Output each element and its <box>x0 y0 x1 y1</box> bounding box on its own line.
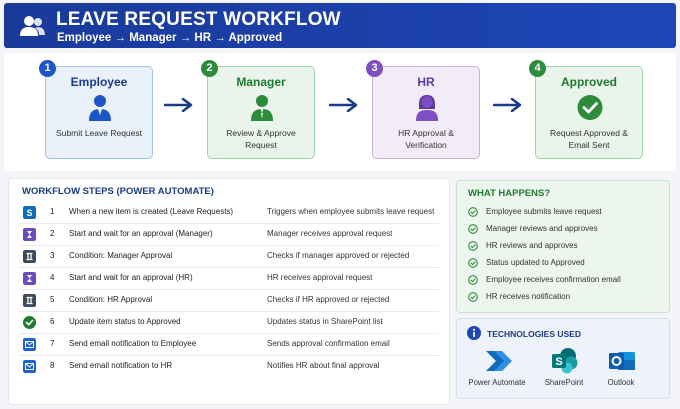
step-description: Updates status in SharePoint list <box>267 317 383 326</box>
stage-description: Review & Approve Request <box>226 128 296 150</box>
check-icon <box>468 207 478 217</box>
stages-panel: 1 Employee Submit Leave Request 2 Manage… <box>4 53 676 171</box>
step-action: Start and wait for an approval (Manager) <box>69 229 213 238</box>
step-description: Sends approval confirmation email <box>267 339 390 348</box>
step-number: 2 <box>50 229 55 238</box>
stage-card-approved[interactable]: 4 Approved Request Approved & Email Sent <box>529 60 643 159</box>
step-number: 8 <box>50 361 55 370</box>
what-happens-title: WHAT HAPPENS? <box>468 188 551 199</box>
table-row[interactable]: 4 Start and wait for an approval (HR) HR… <box>19 268 439 290</box>
technology-power-automate: Power Automate <box>462 347 532 391</box>
condition-icon <box>23 250 36 263</box>
svg-text:S: S <box>555 356 562 368</box>
table-row[interactable]: 3 Condition: Manager Approval Checks if … <box>19 246 439 268</box>
sharepoint-trigger-icon: S <box>23 206 36 219</box>
check-icon <box>468 258 478 268</box>
approval-hourglass-icon <box>23 272 36 285</box>
stage-name: Approved <box>560 75 617 89</box>
workflow-steps-panel: WORKFLOW STEPS (POWER AUTOMATE) S 1 When… <box>8 178 450 405</box>
info-icon <box>467 326 481 340</box>
technologies-panel: TECHNOLOGIES USED Power Automate S Share… <box>456 318 670 399</box>
technology-label: Power Automate <box>468 378 526 387</box>
stage-number: 2 <box>201 60 218 77</box>
what-happens-panel: WHAT HAPPENS? Employee submits leave req… <box>456 180 670 313</box>
arrow-right-icon <box>493 98 522 112</box>
technology-label: SharePoint <box>544 378 584 387</box>
step-description: Checks if manager approved or rejected <box>267 251 410 260</box>
table-row[interactable]: 2 Start and wait for an approval (Manage… <box>19 224 439 246</box>
check-circle-icon <box>577 95 603 120</box>
person-icon <box>89 95 111 121</box>
step-number: 5 <box>50 295 55 304</box>
step-number: 3 <box>50 251 55 260</box>
check-icon <box>468 292 478 302</box>
stage-name: Employee <box>70 75 128 89</box>
power-automate-icon <box>486 351 512 371</box>
table-row[interactable]: 6 Update item status to Approved Updates… <box>19 312 439 334</box>
step-number: 4 <box>50 273 55 282</box>
technologies-title: TECHNOLOGIES USED <box>487 329 581 339</box>
approval-hourglass-icon <box>23 228 36 241</box>
list-item-text: HR receives notification <box>486 292 571 301</box>
check-icon <box>468 224 478 234</box>
list-item-text: Employee submits leave request <box>486 207 602 216</box>
stage-name: HR <box>417 75 435 89</box>
stage-card-employee[interactable]: 1 Employee Submit Leave Request <box>39 60 153 159</box>
list-item-text: Status updated to Approved <box>486 258 585 267</box>
check-circle-icon <box>23 316 36 329</box>
page-title: LEAVE REQUEST WORKFLOW <box>56 9 341 30</box>
step-action: Condition: HR Approval <box>69 295 153 304</box>
list-item-text: Manager reviews and approves <box>486 224 598 233</box>
table-row[interactable]: 8 Send email notification to HR Notifies… <box>19 356 439 378</box>
check-icon <box>468 275 478 285</box>
stage-description: Submit Leave Request <box>56 128 142 138</box>
table-row[interactable]: S 1 When a new item is created (Leave Re… <box>19 202 439 224</box>
list-item-text: HR reviews and approves <box>486 241 578 250</box>
email-icon <box>23 338 36 351</box>
step-action: Start and wait for an approval (HR) <box>69 273 193 282</box>
stage-name: Manager <box>236 75 286 89</box>
arrow-right-icon <box>329 98 358 112</box>
table-row[interactable]: 5 Condition: HR Approval Checks if HR ap… <box>19 290 439 312</box>
users-group-icon <box>20 16 45 36</box>
technology-outlook: Outlook <box>586 347 656 391</box>
step-action: Send email notification to Employee <box>69 339 197 348</box>
header-banner: LEAVE REQUEST WORKFLOW Employee → Manage… <box>4 3 676 48</box>
sharepoint-icon: S <box>552 348 578 374</box>
technology-sharepoint: S SharePoint <box>529 347 599 391</box>
stage-description: HR Approval & Verification <box>398 128 454 150</box>
step-number: 7 <box>50 339 55 348</box>
step-description: Notifies HR about final approval <box>267 361 380 370</box>
step-action: When a new item is created (Leave Reques… <box>69 207 234 216</box>
stage-number: 1 <box>39 60 56 77</box>
email-icon <box>23 360 36 373</box>
step-description: Triggers when employee submits leave req… <box>267 207 435 216</box>
step-description: Manager receives approval request <box>267 229 393 238</box>
stage-number: 4 <box>529 60 546 77</box>
workflow-title: WORKFLOW STEPS (POWER AUTOMATE) <box>22 186 214 197</box>
step-description: HR receives approval request <box>267 273 373 282</box>
outlook-icon <box>609 352 635 370</box>
step-action: Condition: Manager Approval <box>69 251 173 260</box>
step-action: Update item status to Approved <box>69 317 181 326</box>
list-item-text: Employee receives confirmation email <box>486 275 621 284</box>
hr-person-icon <box>416 95 438 121</box>
page-subtitle: Employee → Manager → HR → Approved <box>57 32 283 44</box>
technology-label: Outlook <box>607 378 635 387</box>
condition-icon <box>23 294 36 307</box>
step-number: 6 <box>50 317 55 326</box>
step-number: 1 <box>50 207 55 216</box>
step-description: Checks if HR approved or rejected <box>267 295 390 304</box>
stage-card-hr[interactable]: 3 HR HR Approval & Verification <box>366 60 480 159</box>
stage-card-manager[interactable]: 2 Manager Review & Approve Request <box>201 60 315 159</box>
manager-icon <box>251 95 273 121</box>
arrow-right-icon <box>164 98 193 112</box>
stage-description: Request Approved & Email Sent <box>550 128 628 150</box>
check-icon <box>468 241 478 251</box>
stage-number: 3 <box>366 60 383 77</box>
table-row[interactable]: 7 Send email notification to Employee Se… <box>19 334 439 356</box>
svg-text:S: S <box>26 208 32 218</box>
step-action: Send email notification to HR <box>69 361 173 370</box>
